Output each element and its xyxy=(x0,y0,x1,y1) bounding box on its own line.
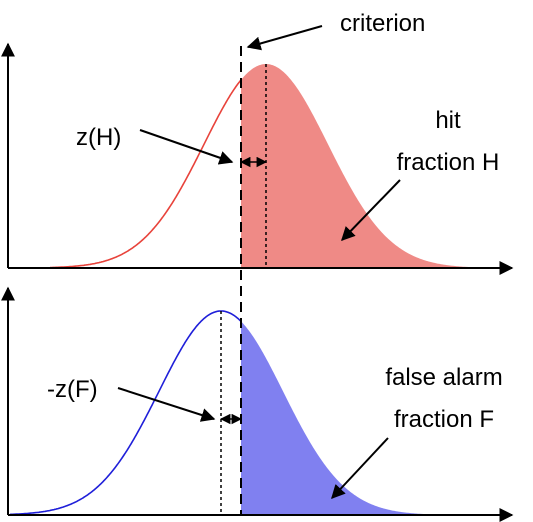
hit-label-line2: fraction H xyxy=(397,149,500,176)
criterion-group: criterion xyxy=(240,10,425,515)
hit-label-line1: hit xyxy=(435,107,461,134)
signal-distribution-curve xyxy=(50,79,242,269)
z-h-pointer-arrow xyxy=(139,129,234,165)
noise-distribution-curve xyxy=(9,310,242,516)
top-panel: z(H) hit fraction H xyxy=(0,42,514,275)
z-f-pointer-arrow xyxy=(117,387,216,422)
z-f-label: -z(F) xyxy=(47,376,98,403)
z-h-label: z(H) xyxy=(76,124,121,151)
hit-fraction-area xyxy=(241,64,495,268)
false-alarm-pointer-arrow xyxy=(331,437,389,500)
false-alarm-label-line2: fraction F xyxy=(394,406,494,433)
false-alarm-fraction-area xyxy=(241,321,495,515)
bottom-panel: -z(F) false alarm fraction F xyxy=(0,286,514,522)
criterion-label: criterion xyxy=(340,10,425,37)
hit-pointer-arrow xyxy=(341,179,401,242)
criterion-pointer-arrow xyxy=(246,25,323,51)
false-alarm-label-line1: false alarm xyxy=(385,364,502,391)
